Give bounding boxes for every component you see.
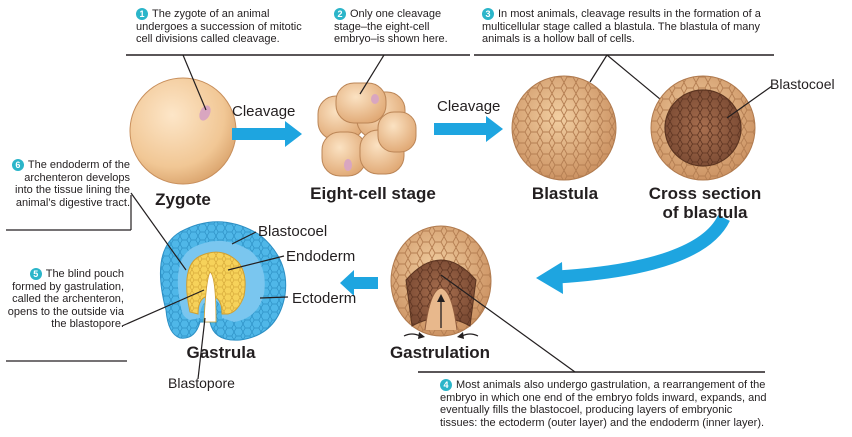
label-gastrula: Gastrula: [176, 343, 266, 362]
step-6-badge: 6: [12, 159, 24, 171]
label-blastopore: Blastopore: [168, 375, 235, 392]
label-blastocoel-cross: Blastocoel: [770, 76, 835, 93]
eight-cell-figure: [318, 83, 416, 176]
label-cleavage-1: Cleavage: [232, 103, 295, 120]
label-blastula: Blastula: [520, 184, 610, 203]
zygote-figure: [130, 78, 236, 184]
label-zygote: Zygote: [143, 190, 223, 209]
step-1-badge: 1: [136, 8, 148, 20]
step-2-badge: 2: [334, 8, 346, 20]
label-cleavage-2: Cleavage: [437, 98, 500, 115]
label-cross-section: Cross section of blastula: [640, 184, 770, 222]
note-4-text: Most animals also undergo gastrulation, …: [440, 379, 767, 429]
gastrulation-figure: [391, 226, 491, 339]
label-endoderm: Endoderm: [286, 248, 355, 265]
note-3-text: In most animals, cleavage results in the…: [482, 8, 761, 45]
note-5-text: The blind pouch formed by gastrulation, …: [8, 268, 124, 330]
label-gastrulation: Gastrulation: [380, 343, 500, 362]
label-blastocoel: Blastocoel: [258, 223, 327, 240]
step-3-badge: 3: [482, 8, 494, 20]
note-6-text: The endoderm of the archenteron develops…: [15, 159, 130, 209]
label-ectoderm: Ectoderm: [292, 290, 356, 307]
blastula-figure: [512, 76, 616, 180]
step-5-badge: 5: [30, 268, 42, 280]
note-1-text: The zygote of an animal undergoes a succ…: [136, 8, 302, 45]
step-4-badge: 4: [440, 379, 452, 391]
cross-section-figure: [651, 76, 755, 180]
label-eight-cell: Eight-cell stage: [298, 184, 448, 203]
note-2-text: Only one cleavage stage–the eight-cell e…: [334, 8, 448, 45]
